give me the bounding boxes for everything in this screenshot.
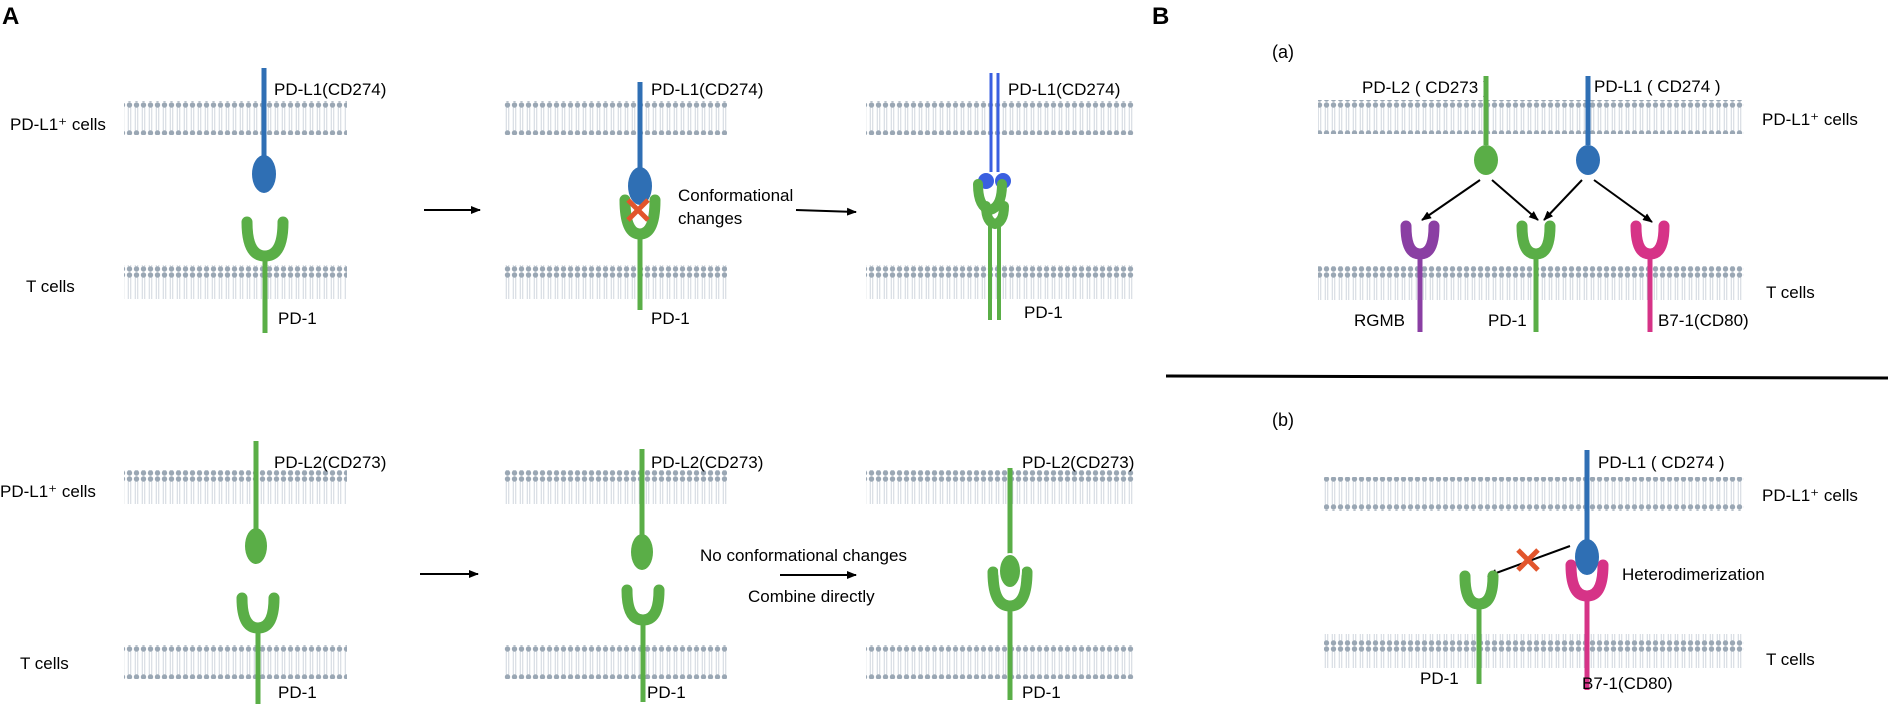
pdl2-ligand-a2-2 <box>631 449 653 570</box>
panel-divider <box>1165 374 1889 380</box>
ligand-label-a1-2: PD-L1(CD274) <box>651 80 763 99</box>
arrow-ba-pdl2-rgmb <box>1421 179 1481 221</box>
membrane-a2-bottom-2 <box>504 645 727 679</box>
pdl1-ligand-bb <box>1575 450 1599 575</box>
cell-label-bb-bottom: T cells <box>1766 650 1815 669</box>
membrane-a2-top-3 <box>866 470 1134 504</box>
membrane-a2-bottom-3 <box>866 645 1134 679</box>
membrane-a1-top-2 <box>504 101 727 135</box>
panel-b-label: B <box>1152 3 1169 30</box>
blocked-cross-icon-a1 <box>626 198 650 222</box>
pd1-dimer-a1-3 <box>973 179 1009 320</box>
ligand-label-a2-1: PD-L2(CD273) <box>274 453 386 472</box>
pd1-receptor-a2-2 <box>621 584 665 702</box>
ligand-label-a1-3: PD-L1(CD274) <box>1008 80 1120 99</box>
membrane-bb-bottom <box>1324 634 1744 668</box>
cell-label-ba-top: PD-L1⁺ cells <box>1762 110 1858 129</box>
pdl2-ligand-ba <box>1474 76 1498 175</box>
ligand-label-a1-1: PD-L1(CD274) <box>274 80 386 99</box>
ligand-label-bb: PD-L1 ( CD274 ) <box>1598 453 1725 472</box>
cell-label-bb-top: PD-L1⁺ cells <box>1762 486 1858 505</box>
membrane-a2-top-2 <box>504 470 727 504</box>
blocked-cross-icon-bb <box>1516 548 1540 572</box>
arrow-a1-2 <box>795 207 857 216</box>
receptor-label-a1-1: PD-1 <box>278 309 317 328</box>
membrane-a1-bottom-2 <box>504 265 727 299</box>
receptor-label-bb-pd1: PD-1 <box>1420 669 1459 688</box>
membrane-a1-top-1 <box>124 101 347 135</box>
note-bb-heterodimerization: Heterodimerization <box>1622 565 1765 584</box>
sub-panel-a-tag: (a) <box>1272 42 1294 62</box>
receptor-label-a2-3: PD-1 <box>1022 683 1061 702</box>
membrane-a2-bottom-1 <box>124 645 347 679</box>
cell-label-ba-bottom: T cells <box>1766 283 1815 302</box>
receptor-label-a2-2: PD-1 <box>647 683 686 702</box>
b71-receptor-bb <box>1565 559 1609 690</box>
note-a1-line2: changes <box>678 209 742 228</box>
membrane-ba-bottom <box>1318 266 1744 300</box>
ligand-label-ba-right: PD-L1 ( CD274 ) <box>1594 77 1721 96</box>
panel-a-label: A <box>2 3 19 30</box>
pdl1-ligand-a1-1 <box>252 68 276 193</box>
membrane-ba-top <box>1318 100 1744 134</box>
receptor-label-ba-pd1: PD-1 <box>1488 311 1527 330</box>
b71-receptor-ba <box>1630 220 1670 332</box>
sub-panel-b-tag: (b) <box>1272 410 1294 430</box>
receptor-label-a1-3: PD-1 <box>1024 303 1063 322</box>
membrane-a2-top-1 <box>124 470 347 504</box>
receptor-label-bb-b71: B7-1(CD80) <box>1582 674 1673 693</box>
pdl1-ligand-ba <box>1576 76 1600 175</box>
membrane-bb-top <box>1324 477 1744 511</box>
cell-label-a1-top: PD-L1⁺ cells <box>10 115 106 134</box>
pdl1-ligand-a1-2 <box>628 82 652 205</box>
rgmb-receptor-ba <box>1400 220 1440 332</box>
pdl2-pd1-complex-a2-3 <box>987 468 1033 700</box>
pd1-receptor-ba <box>1516 220 1556 332</box>
arrow-ba-pdl2-pd1 <box>1491 179 1539 221</box>
ligand-label-a2-2: PD-L2(CD273) <box>651 453 763 472</box>
ligand-label-ba-left: PD-L2 ( CD273 ) <box>1362 78 1489 97</box>
ligand-label-a2-3: PD-L2(CD273) <box>1022 453 1134 472</box>
membrane-a1-top-3 <box>866 101 1134 135</box>
receptor-label-ba-b71: B7-1(CD80) <box>1658 311 1749 330</box>
note-a2-line2: Combine directly <box>748 587 875 606</box>
cell-label-a2-bottom: T cells <box>20 654 69 673</box>
cell-label-a1-bottom: T cells <box>26 277 75 296</box>
pd1-receptor-a2-1 <box>236 592 280 704</box>
note-a1-line1: Conformational <box>678 186 793 205</box>
membrane-a1-bottom-1 <box>124 265 347 299</box>
pd1-receptor-a1-2 <box>619 194 661 310</box>
pd1-receptor-bb <box>1459 570 1499 684</box>
arrow-ba-pdl1-b71 <box>1593 179 1653 223</box>
receptor-label-a2-1: PD-1 <box>278 683 317 702</box>
receptor-label-a1-2: PD-1 <box>651 309 690 328</box>
cell-label-a2-top: PD-L1⁺ cells <box>0 482 96 501</box>
receptor-label-ba-rgmb: RGMB <box>1354 311 1405 330</box>
pdl2-ligand-a2-1 <box>245 441 267 564</box>
pd1-receptor-a1-1 <box>241 216 289 333</box>
note-a2-line1: No conformational changes <box>700 546 907 565</box>
arrow-ba-pdl1-pd1 <box>1543 179 1583 221</box>
